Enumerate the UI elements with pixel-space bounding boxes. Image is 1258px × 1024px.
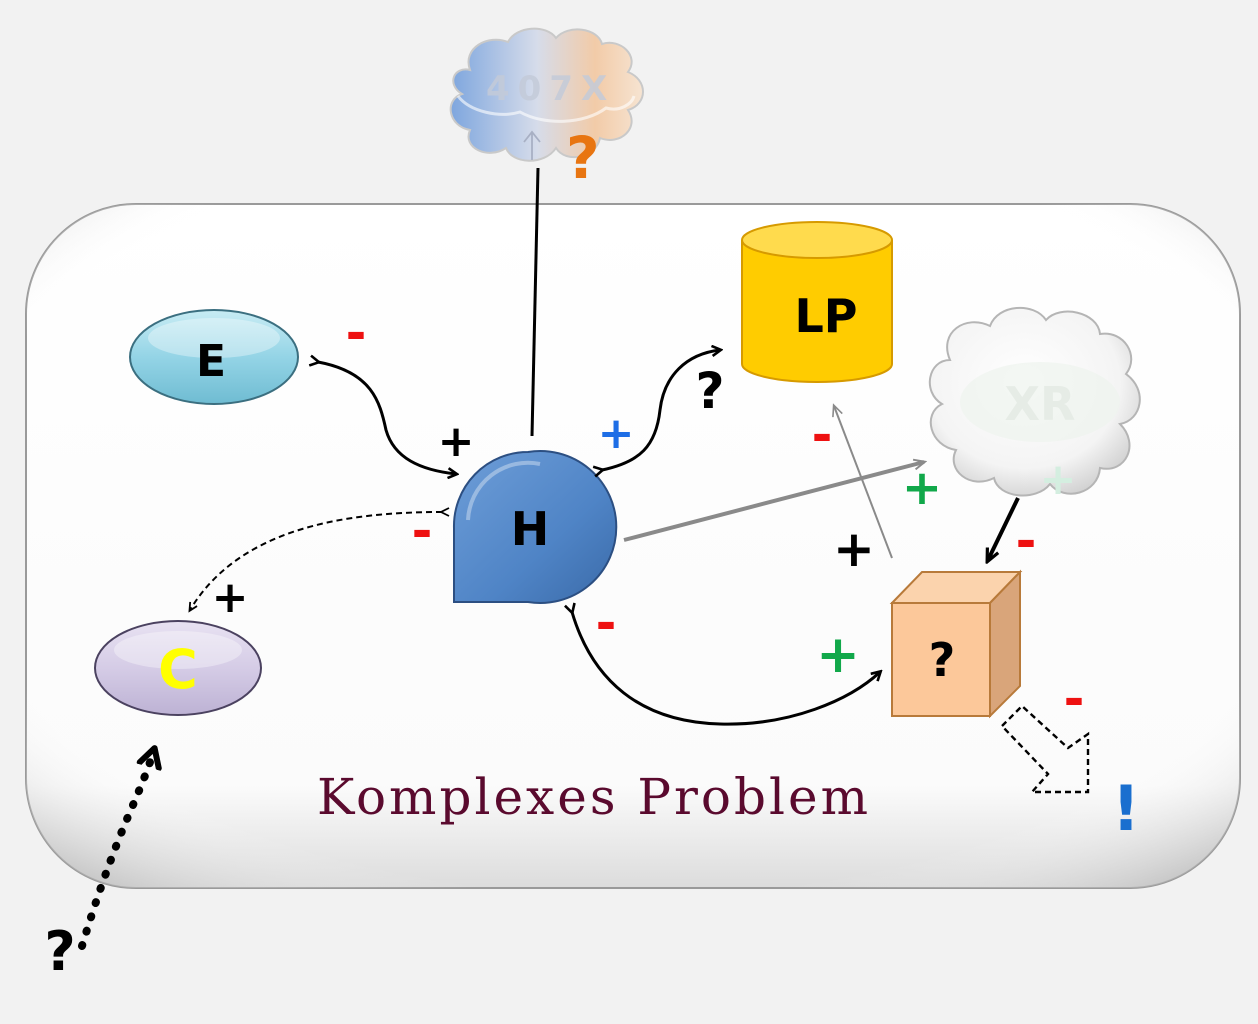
dashed-block-arrow-icon bbox=[1000, 704, 1090, 794]
diagram-title: Komplexes Problem bbox=[317, 768, 871, 826]
cloud-407x bbox=[449, 27, 644, 162]
lp-question-mark: ? bbox=[695, 362, 724, 420]
outside-question-mark: ? bbox=[44, 920, 75, 983]
arrow-h-lp bbox=[602, 350, 720, 470]
xr-faded-plus-sign: + bbox=[1040, 454, 1077, 505]
node-c-label: C bbox=[158, 638, 198, 701]
arrow-h-xr-gray bbox=[623, 462, 924, 542]
h-minus-bottom-sign: - bbox=[596, 594, 617, 652]
e-minus-sign: - bbox=[346, 304, 367, 362]
box-plus-green-sign: + bbox=[816, 625, 860, 685]
dashed-arrow-minus-sign: - bbox=[1064, 670, 1085, 728]
node-h bbox=[452, 450, 618, 604]
h-plus-blue-sign: + bbox=[598, 408, 635, 459]
faded-up-arrow-icon bbox=[523, 130, 541, 160]
node-lp-label: LP bbox=[794, 289, 857, 343]
node-unknown-box-label: ? bbox=[929, 633, 956, 687]
node-unknown-box bbox=[889, 569, 1023, 719]
lp-minus-sign: - bbox=[812, 406, 833, 464]
node-lp-cylinder bbox=[741, 221, 893, 383]
cloud-question-mark: ? bbox=[566, 124, 600, 192]
node-h-label: H bbox=[511, 502, 550, 556]
node-xr-label: XR bbox=[1005, 377, 1076, 431]
node-e bbox=[129, 309, 299, 405]
node-c bbox=[94, 620, 262, 716]
arrow-h-box bbox=[572, 612, 880, 726]
node-xr-cloud bbox=[928, 307, 1141, 497]
node-e-label: E bbox=[196, 336, 226, 387]
arrow-dotted-into-c bbox=[78, 750, 154, 950]
box-plus-black-sign: + bbox=[833, 520, 875, 578]
exclamation-mark: ! bbox=[1112, 772, 1140, 845]
box-minus-sign: - bbox=[1016, 512, 1037, 570]
cloud-407x-label: 407X bbox=[486, 69, 615, 109]
arrow-e-h bbox=[318, 362, 456, 474]
h-to-cloud-line bbox=[530, 167, 540, 437]
xr-plus-green-sign: + bbox=[902, 460, 942, 516]
arrow-box-lp-gray bbox=[832, 403, 893, 559]
arrow-xr-box bbox=[988, 497, 1020, 560]
c-plus-sign: + bbox=[212, 572, 249, 623]
h-plus-top-sign: + bbox=[438, 416, 475, 467]
h-minus-left-sign: - bbox=[412, 502, 433, 560]
